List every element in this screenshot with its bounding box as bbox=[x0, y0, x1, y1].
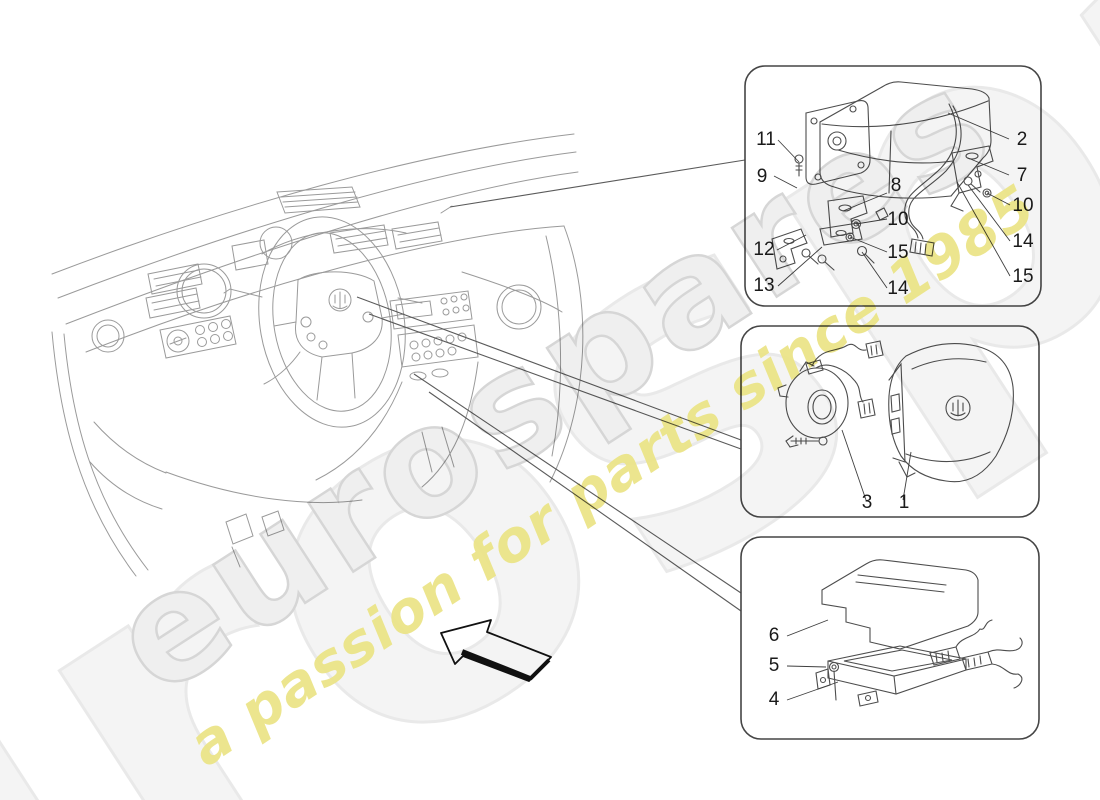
maserati-trident-icon bbox=[945, 395, 971, 421]
detail-box-frame bbox=[740, 325, 1040, 518]
callout-10-mid: 10 bbox=[887, 209, 908, 230]
callout-2: 2 bbox=[1017, 129, 1028, 150]
callout-12: 12 bbox=[753, 239, 774, 260]
callout-4: 4 bbox=[769, 689, 780, 710]
callout-leaders bbox=[841, 429, 912, 501]
callout-6: 6 bbox=[769, 625, 780, 646]
leader-lines-dashboard-to-boxes bbox=[356, 159, 746, 612]
center-air-vents bbox=[329, 221, 443, 254]
lower-dashboard bbox=[165, 471, 363, 568]
callout-1: 1 bbox=[899, 492, 910, 513]
callout-11: 11 bbox=[756, 129, 776, 150]
callout-10-right: 10 bbox=[1012, 195, 1033, 216]
callout-15-right: 15 bbox=[1012, 266, 1033, 287]
dashboard-top bbox=[85, 205, 584, 483]
callout-3: 3 bbox=[862, 492, 873, 513]
callout-14-right: 14 bbox=[1012, 231, 1034, 252]
callout-labels: 11 9 12 13 2 7 10 14 15 8 10 15 14 bbox=[753, 129, 1034, 299]
passenger-airbag-art bbox=[771, 81, 994, 271]
clock-spring-art bbox=[777, 340, 884, 448]
detail-box-frame bbox=[740, 536, 1040, 740]
steering-column bbox=[223, 288, 423, 385]
callout-9: 9 bbox=[757, 166, 768, 187]
center-stack bbox=[315, 290, 479, 488]
leader-steering-wheel-1 bbox=[356, 296, 742, 441]
callout-leaders bbox=[786, 619, 839, 701]
bracket-part-7 bbox=[950, 145, 994, 212]
nut-part-5 bbox=[828, 661, 840, 701]
detail-box-driver-airbag: 3 1 bbox=[740, 325, 1040, 518]
callout-13: 13 bbox=[753, 275, 774, 296]
light-switch-panel bbox=[159, 315, 237, 359]
callout-8: 8 bbox=[891, 175, 902, 196]
detail-box-passenger-airbag: 11 9 12 13 2 7 10 14 15 8 10 15 14 bbox=[744, 65, 1042, 307]
windshield-lines bbox=[51, 133, 579, 325]
bracket-part-9 bbox=[771, 228, 808, 270]
maserati-trident-icon bbox=[328, 288, 352, 312]
ecu-cover-art bbox=[821, 559, 979, 650]
right-hardware-10-14-15 bbox=[963, 170, 992, 198]
screw-part-11 bbox=[794, 154, 804, 177]
steering-wheel bbox=[258, 216, 406, 428]
clock-spring-screw bbox=[790, 436, 828, 446]
ecu-unit-art bbox=[815, 619, 1023, 707]
bracket-part-8 bbox=[819, 195, 868, 246]
callout-15-mid: 15 bbox=[887, 242, 908, 263]
callout-labels: 6 5 4 bbox=[769, 625, 780, 710]
direction-arrow bbox=[440, 619, 552, 682]
driver-airbag-art bbox=[888, 343, 1014, 483]
leader-passenger-airbag bbox=[449, 159, 746, 208]
bolts-12-13 bbox=[801, 248, 835, 271]
callout-labels: 3 1 bbox=[862, 492, 910, 513]
left-air-vents bbox=[145, 263, 203, 319]
callout-7: 7 bbox=[1017, 165, 1028, 186]
right-door-speaker bbox=[496, 235, 562, 457]
leader-console-ecu-2 bbox=[428, 391, 742, 612]
leader-console-ecu-1 bbox=[413, 373, 742, 594]
left-door bbox=[51, 319, 167, 577]
detail-box-airbag-ecu: 6 5 4 bbox=[740, 536, 1040, 740]
ecu-connectors bbox=[929, 619, 1023, 689]
speaker-grille bbox=[276, 186, 361, 214]
dashboard-illustration bbox=[51, 133, 584, 577]
leader-steering-wheel-2 bbox=[368, 313, 742, 450]
callout-14-mid: 14 bbox=[887, 278, 909, 299]
airbag-cable bbox=[875, 103, 962, 257]
instrument-cluster bbox=[176, 226, 407, 319]
callout-leaders bbox=[773, 112, 1011, 289]
hardware-10-15-14 bbox=[845, 218, 875, 264]
detail-box-frame bbox=[744, 65, 1042, 307]
callout-5: 5 bbox=[769, 655, 780, 676]
